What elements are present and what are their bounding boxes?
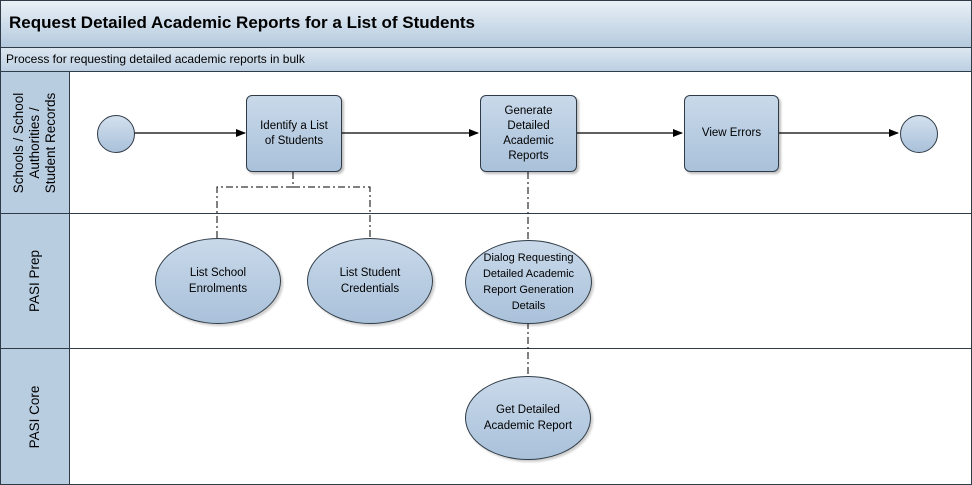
process-identify-list-of-students[interactable]: Identify a List of Students: [246, 95, 342, 172]
title-bar: Request Detailed Academic Reports for a …: [1, 1, 971, 48]
process-generate-detailed-reports[interactable]: Generate Detailed Academic Reports: [480, 95, 577, 172]
screen-label: List Student Credentials: [339, 267, 401, 295]
screen-label: Get Detailed Academic Report: [483, 404, 573, 432]
screen-list-student-credentials[interactable]: List Student Credentials: [307, 238, 433, 324]
screen-get-detailed-academic-report[interactable]: Get Detailed Academic Report: [465, 376, 591, 460]
start-event: [97, 115, 135, 153]
diagram-title: Request Detailed Academic Reports for a …: [9, 13, 476, 32]
screen-list-school-enrolments[interactable]: List School Enrolments: [155, 238, 281, 324]
lane-divider: [1, 348, 971, 349]
dashed-link-identify-to-screens: [216, 172, 371, 238]
screen-label: Dialog Requesting Detailed Academic Repo…: [482, 252, 575, 312]
lane-header-schools: Schools / School Authorities / Student R…: [1, 72, 70, 213]
diagram-subtitle: Process for requesting detailed academic…: [6, 52, 305, 66]
screen-dialog-requesting-details[interactable]: Dialog Requesting Detailed Academic Repo…: [465, 240, 592, 324]
lane-header-pasi-prep: PASI Prep: [1, 214, 70, 348]
lane-header-pasi-core: PASI Core: [1, 349, 70, 484]
lane-divider: [1, 213, 971, 214]
process-view-errors[interactable]: View Errors: [684, 95, 779, 172]
end-event: [900, 115, 938, 153]
subtitle-bar: Process for requesting detailed academic…: [1, 48, 971, 72]
screen-label: List School Enrolments: [188, 267, 248, 295]
process-label: Generate Detailed Academic Reports: [503, 104, 554, 162]
process-label: View Errors: [701, 127, 762, 139]
process-label: Identify a List of Students: [260, 119, 328, 147]
